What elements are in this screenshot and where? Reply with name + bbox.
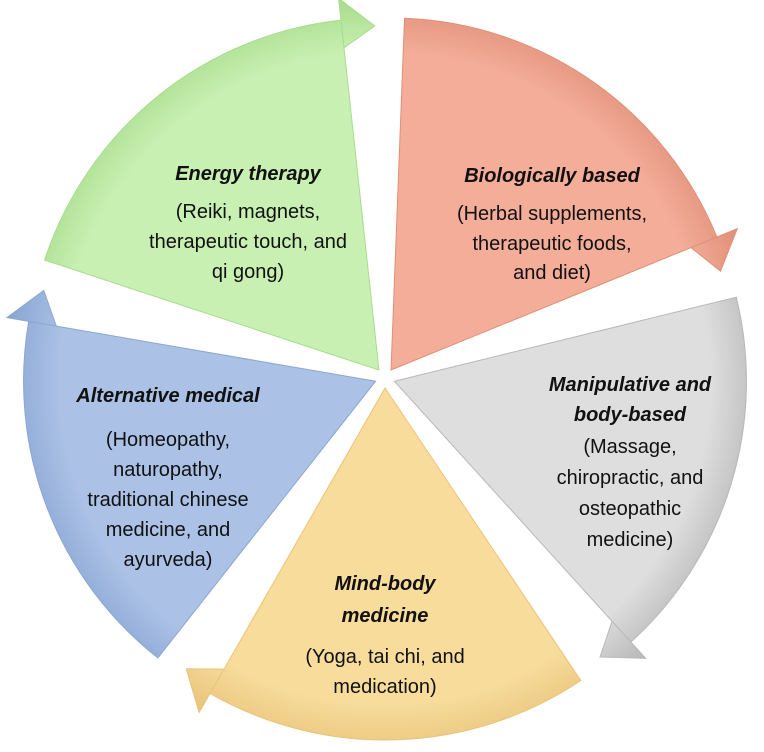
segment-title-mindbody: medicine [342, 605, 429, 627]
segment-title-energy: Energy therapy [175, 163, 321, 185]
segment-examples-biological: (Herbal supplements, [457, 203, 647, 225]
segment-mindbody [185, 387, 582, 741]
segment-examples-energy: therapeutic touch, and [149, 231, 347, 253]
segment-manipulative [393, 296, 747, 659]
segment-title-manipulative: body-based [574, 404, 687, 426]
segment-examples-manipulative: medicine) [587, 529, 674, 551]
segment-examples-energy: (Reiki, magnets, [176, 201, 321, 223]
segment-examples-energy: qi gong) [212, 261, 284, 283]
segment-alternative [5, 289, 377, 659]
segment-examples-alternative: ayurveda) [124, 549, 213, 571]
segment-examples-manipulative: osteopathic [579, 498, 681, 520]
segment-examples-biological: therapeutic foods, [473, 233, 632, 255]
segment-title-manipulative: Manipulative and [549, 374, 712, 396]
segment-examples-manipulative: (Massage, [583, 436, 676, 458]
segment-title-biological: Biologically based [464, 165, 640, 187]
segment-examples-biological: and diet) [513, 262, 591, 284]
segment-examples-mindbody: (Yoga, tai chi, and [305, 646, 464, 668]
segment-examples-alternative: naturopathy, [113, 459, 223, 481]
segment-examples-alternative: traditional chinese [87, 489, 248, 511]
segment-examples-alternative: medicine, and [106, 519, 231, 541]
segment-examples-manipulative: chiropractic, and [557, 467, 704, 489]
segment-title-alternative: Alternative medical [75, 385, 260, 407]
segment-title-mindbody: Mind-body [334, 573, 436, 595]
segment-examples-mindbody: medication) [333, 676, 436, 698]
segment-energy [43, 0, 380, 371]
segment-examples-alternative: (Homeopathy, [106, 429, 230, 451]
segment-biological [390, 17, 739, 371]
